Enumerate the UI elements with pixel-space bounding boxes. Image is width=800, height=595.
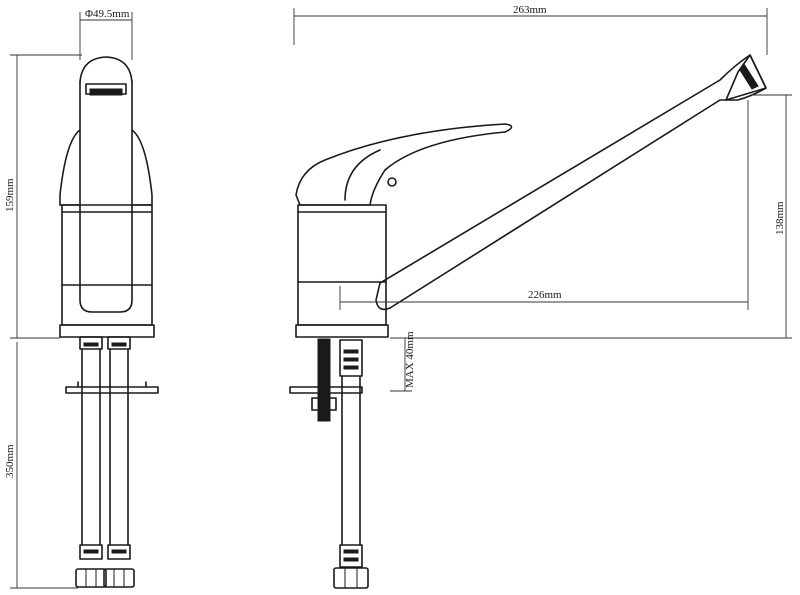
front-view [59, 56, 159, 588]
max-thickness-label: MAX 40mm [404, 331, 416, 388]
spout-reach-label: 226mm [528, 289, 562, 301]
diameter-label: Φ49.5mm [85, 8, 130, 20]
side-dimensions: 263mm 226mm 138mm MAX 40mm [293, 4, 792, 392]
side-view [289, 54, 767, 589]
total-height-label: 159mm [4, 178, 16, 212]
front-dimensions: Φ49.5mm 159mm 350mm [4, 8, 133, 589]
total-length-label: 263mm [513, 4, 547, 16]
hose-length-label: 350mm [4, 444, 16, 478]
spout-height-label: 138mm [774, 201, 786, 235]
